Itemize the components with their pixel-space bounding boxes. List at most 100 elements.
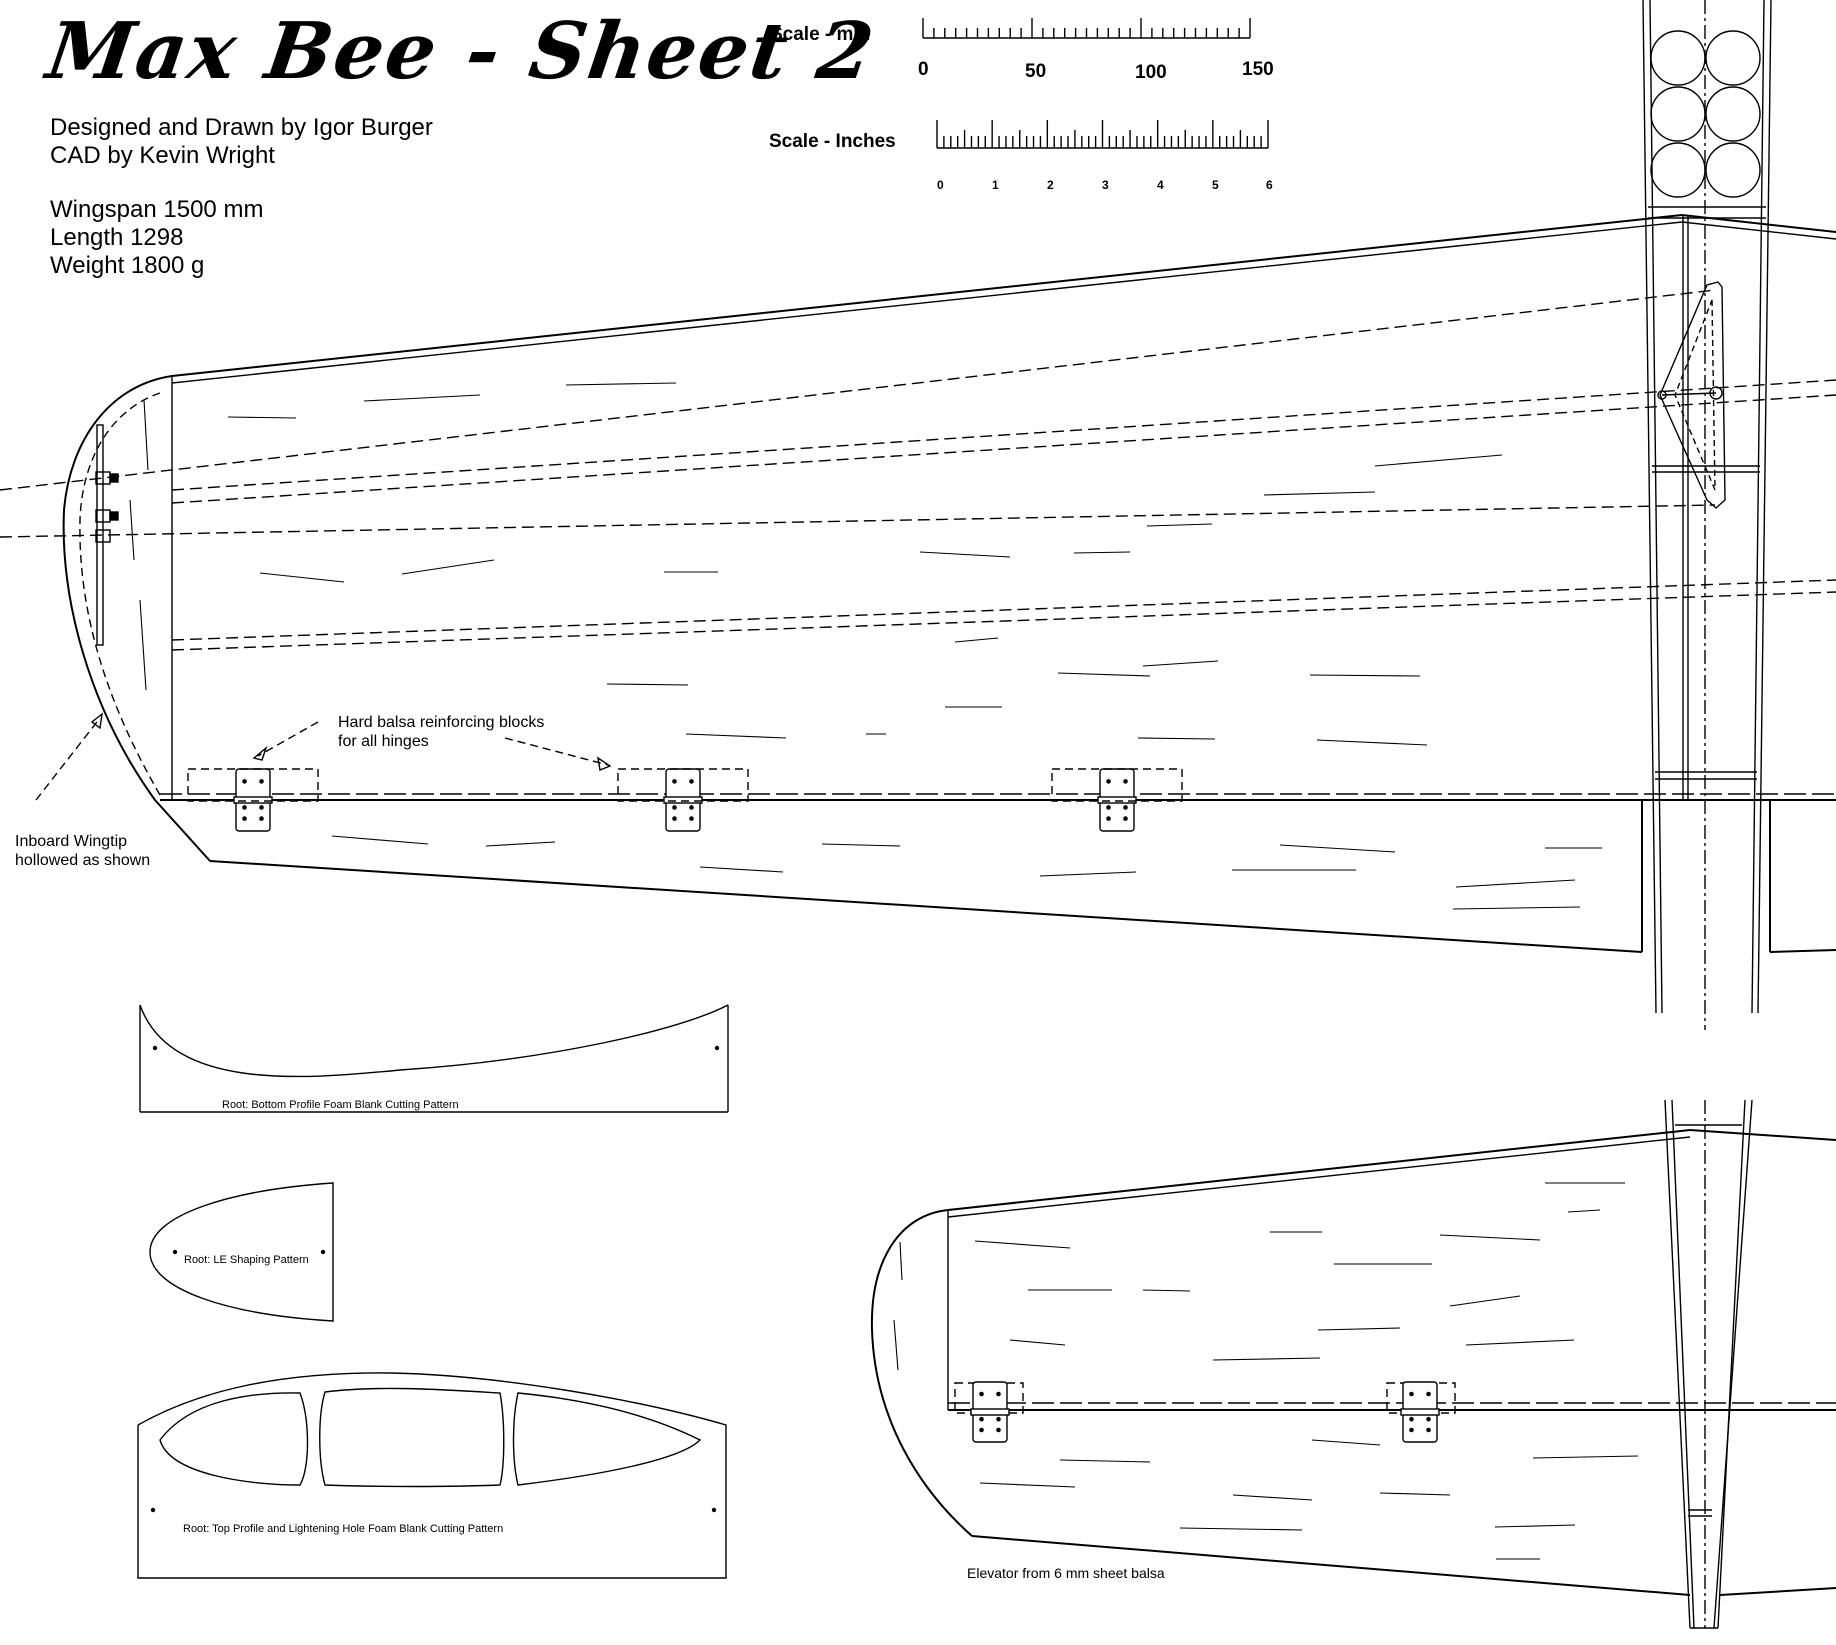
hinge-screw [979, 1391, 984, 1397]
mm-tick-50: 50 [1025, 61, 1047, 82]
grain-mark [1567, 1209, 1601, 1213]
hinge-screw [1123, 779, 1128, 784]
grain-mark [1494, 1524, 1576, 1528]
elevator-outline [870, 1099, 1836, 1629]
hinge-screw [259, 816, 264, 821]
le-shaping-label: Root: LE Shaping Pattern [184, 1254, 309, 1266]
grain-mark [685, 733, 787, 739]
grain-mark [1309, 674, 1421, 677]
grain-mark [1179, 1527, 1303, 1531]
hinges-upper [233, 768, 1137, 832]
grain-mark [1317, 1327, 1401, 1331]
grain-mark [1059, 1459, 1151, 1463]
grain-mark [1142, 1289, 1191, 1292]
credits-block: Designed and Drawn by Igor Burger CAD by… [50, 114, 433, 170]
hinge-pin [970, 1408, 1010, 1416]
servo-circles [1650, 30, 1761, 198]
bottom-profile-template [139, 1004, 729, 1113]
hinges-lower [970, 1381, 1440, 1443]
fuselage-center [1642, 0, 1772, 1030]
mm-tick-100: 100 [1135, 62, 1167, 83]
grain-mark [821, 843, 901, 847]
grain-mark [1455, 879, 1576, 888]
inch-tick-4: 4 [1157, 178, 1164, 192]
grain-marks-elevator [893, 1182, 1639, 1560]
hinge-pin [1400, 1408, 1440, 1416]
inch-tick-5: 5 [1212, 178, 1219, 192]
grain-mark [1374, 454, 1503, 467]
hinge-screw [689, 805, 694, 810]
inch-tick-6: 6 [1266, 178, 1273, 192]
hinge-screw [672, 805, 677, 810]
grain-mark [1137, 737, 1216, 740]
grain-mark [1316, 739, 1428, 746]
grain-mark [227, 416, 297, 419]
hinge-screw [259, 779, 264, 784]
grain-mark [699, 866, 784, 873]
weight-spec: Weight 1800 g [50, 252, 205, 279]
hinge-screw [672, 779, 677, 784]
bottom-profile-label: Root: Bottom Profile Foam Blank Cutting … [222, 1099, 459, 1111]
hinge-screw [242, 816, 247, 821]
hinge-pin [233, 796, 273, 804]
cad-credit: CAD by Kevin Wright [50, 142, 275, 169]
grain-mark [331, 835, 429, 845]
grain-mark [899, 1241, 903, 1281]
mm-tick-0: 0 [918, 59, 929, 80]
hinge-screw [259, 805, 264, 810]
hinge-screw [1106, 805, 1111, 810]
hinge-screw [1106, 779, 1111, 784]
grain-mark [1465, 1339, 1575, 1346]
leader-arrows [35, 717, 609, 801]
hinge-screw [1123, 805, 1128, 810]
grain-mark [974, 1240, 1071, 1249]
hinge-screw [1426, 1391, 1431, 1397]
grain-mark [1311, 1439, 1381, 1446]
inch-tick-1: 1 [992, 178, 999, 192]
grain-mark [1073, 551, 1131, 554]
inch-tick-2: 2 [1047, 178, 1054, 192]
hinge-pin [663, 796, 703, 804]
grain-mark [606, 683, 689, 686]
grain-mark [1449, 1295, 1521, 1307]
grain-mark [485, 841, 556, 847]
grain-mark [1532, 1455, 1639, 1459]
control-horn [1657, 281, 1726, 509]
hinge-screw [996, 1416, 1001, 1422]
le-shaping-template [149, 1182, 334, 1322]
grain-mark [954, 637, 999, 643]
hinge-screw [672, 816, 677, 821]
hinge-screw [1106, 816, 1111, 821]
hinge-screw [689, 779, 694, 784]
grain-mark [979, 1482, 1076, 1488]
grain-mark [1279, 844, 1396, 853]
hinge-screw [1409, 1391, 1414, 1397]
length-spec: Length 1298 [50, 224, 184, 251]
grain-marks [129, 382, 1602, 910]
hinge-screw [1409, 1416, 1414, 1422]
hinge-screw [979, 1416, 984, 1422]
grain-mark [363, 394, 481, 402]
top-profile-label: Root: Top Profile and Lightening Hole Fo… [183, 1523, 504, 1535]
arrow-heads [90, 712, 612, 771]
hinge-blocks-note: Hard balsa reinforcing blocks for all hi… [338, 714, 545, 750]
grain-mark [129, 499, 135, 561]
hinge-screw [1426, 1416, 1431, 1422]
hinge-screw [996, 1427, 1001, 1433]
sheet-title: Max Bee - Sheet 2 [41, 6, 881, 97]
grain-mark [401, 559, 495, 575]
grain-mark [1212, 1357, 1321, 1361]
inboard-wingtip-note: Inboard Wingtip hollowed as shown [15, 833, 151, 869]
hinge-screw [689, 816, 694, 821]
grain-mark [1146, 523, 1213, 527]
designer-credit: Designed and Drawn by Igor Burger [50, 114, 433, 141]
hinge-blocks [187, 768, 1456, 1414]
grain-mark [919, 551, 1011, 558]
inch-scale-ruler [936, 120, 1269, 149]
grain-mark [1452, 906, 1581, 910]
hinge-screw [979, 1427, 984, 1433]
hinge-screw [1123, 816, 1128, 821]
mm-scale-label: Scale - mm [770, 24, 871, 45]
grain-mark [1379, 1492, 1451, 1496]
grain-mark [1263, 491, 1376, 496]
